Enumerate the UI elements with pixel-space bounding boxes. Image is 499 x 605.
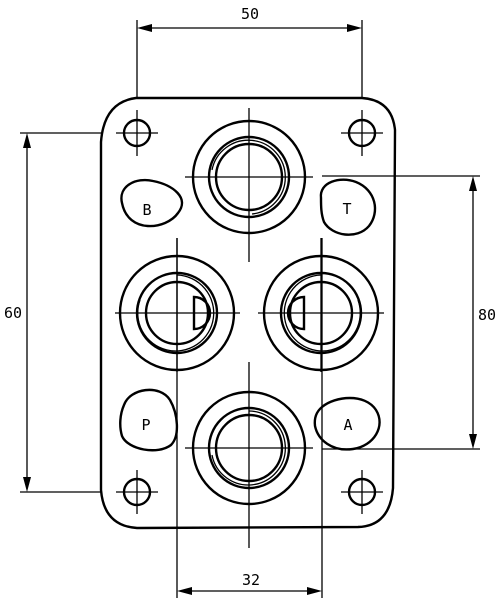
dimension-top-width: 50 [136, 5, 363, 98]
port-p-label: P [141, 416, 150, 434]
dimension-right-label: 80 [478, 306, 496, 324]
mounting-hole-bottom-left [116, 470, 158, 514]
dimension-bottom-label: 32 [242, 571, 260, 589]
main-port-bottom [185, 362, 313, 548]
port-b: B [120, 178, 184, 228]
plate-outline [99, 96, 397, 530]
port-t-label: T [342, 200, 351, 218]
mounting-hole-top-left [116, 110, 158, 156]
port-b-label: B [142, 201, 151, 219]
dimension-left-label: 60 [4, 304, 22, 322]
port-t: T [319, 178, 377, 236]
port-p: P [119, 388, 179, 452]
main-port-right [258, 238, 384, 372]
mounting-hole-top-right [341, 110, 383, 156]
main-port-top [185, 108, 313, 262]
port-a-label: A [343, 416, 352, 434]
mounting-hole-bottom-right [341, 470, 383, 514]
dimension-right-height: 80 [322, 175, 496, 450]
dimension-left-height: 60 [4, 132, 101, 493]
dimension-top-label: 50 [241, 5, 259, 23]
port-a: A [313, 396, 381, 451]
main-port-left [115, 238, 240, 372]
